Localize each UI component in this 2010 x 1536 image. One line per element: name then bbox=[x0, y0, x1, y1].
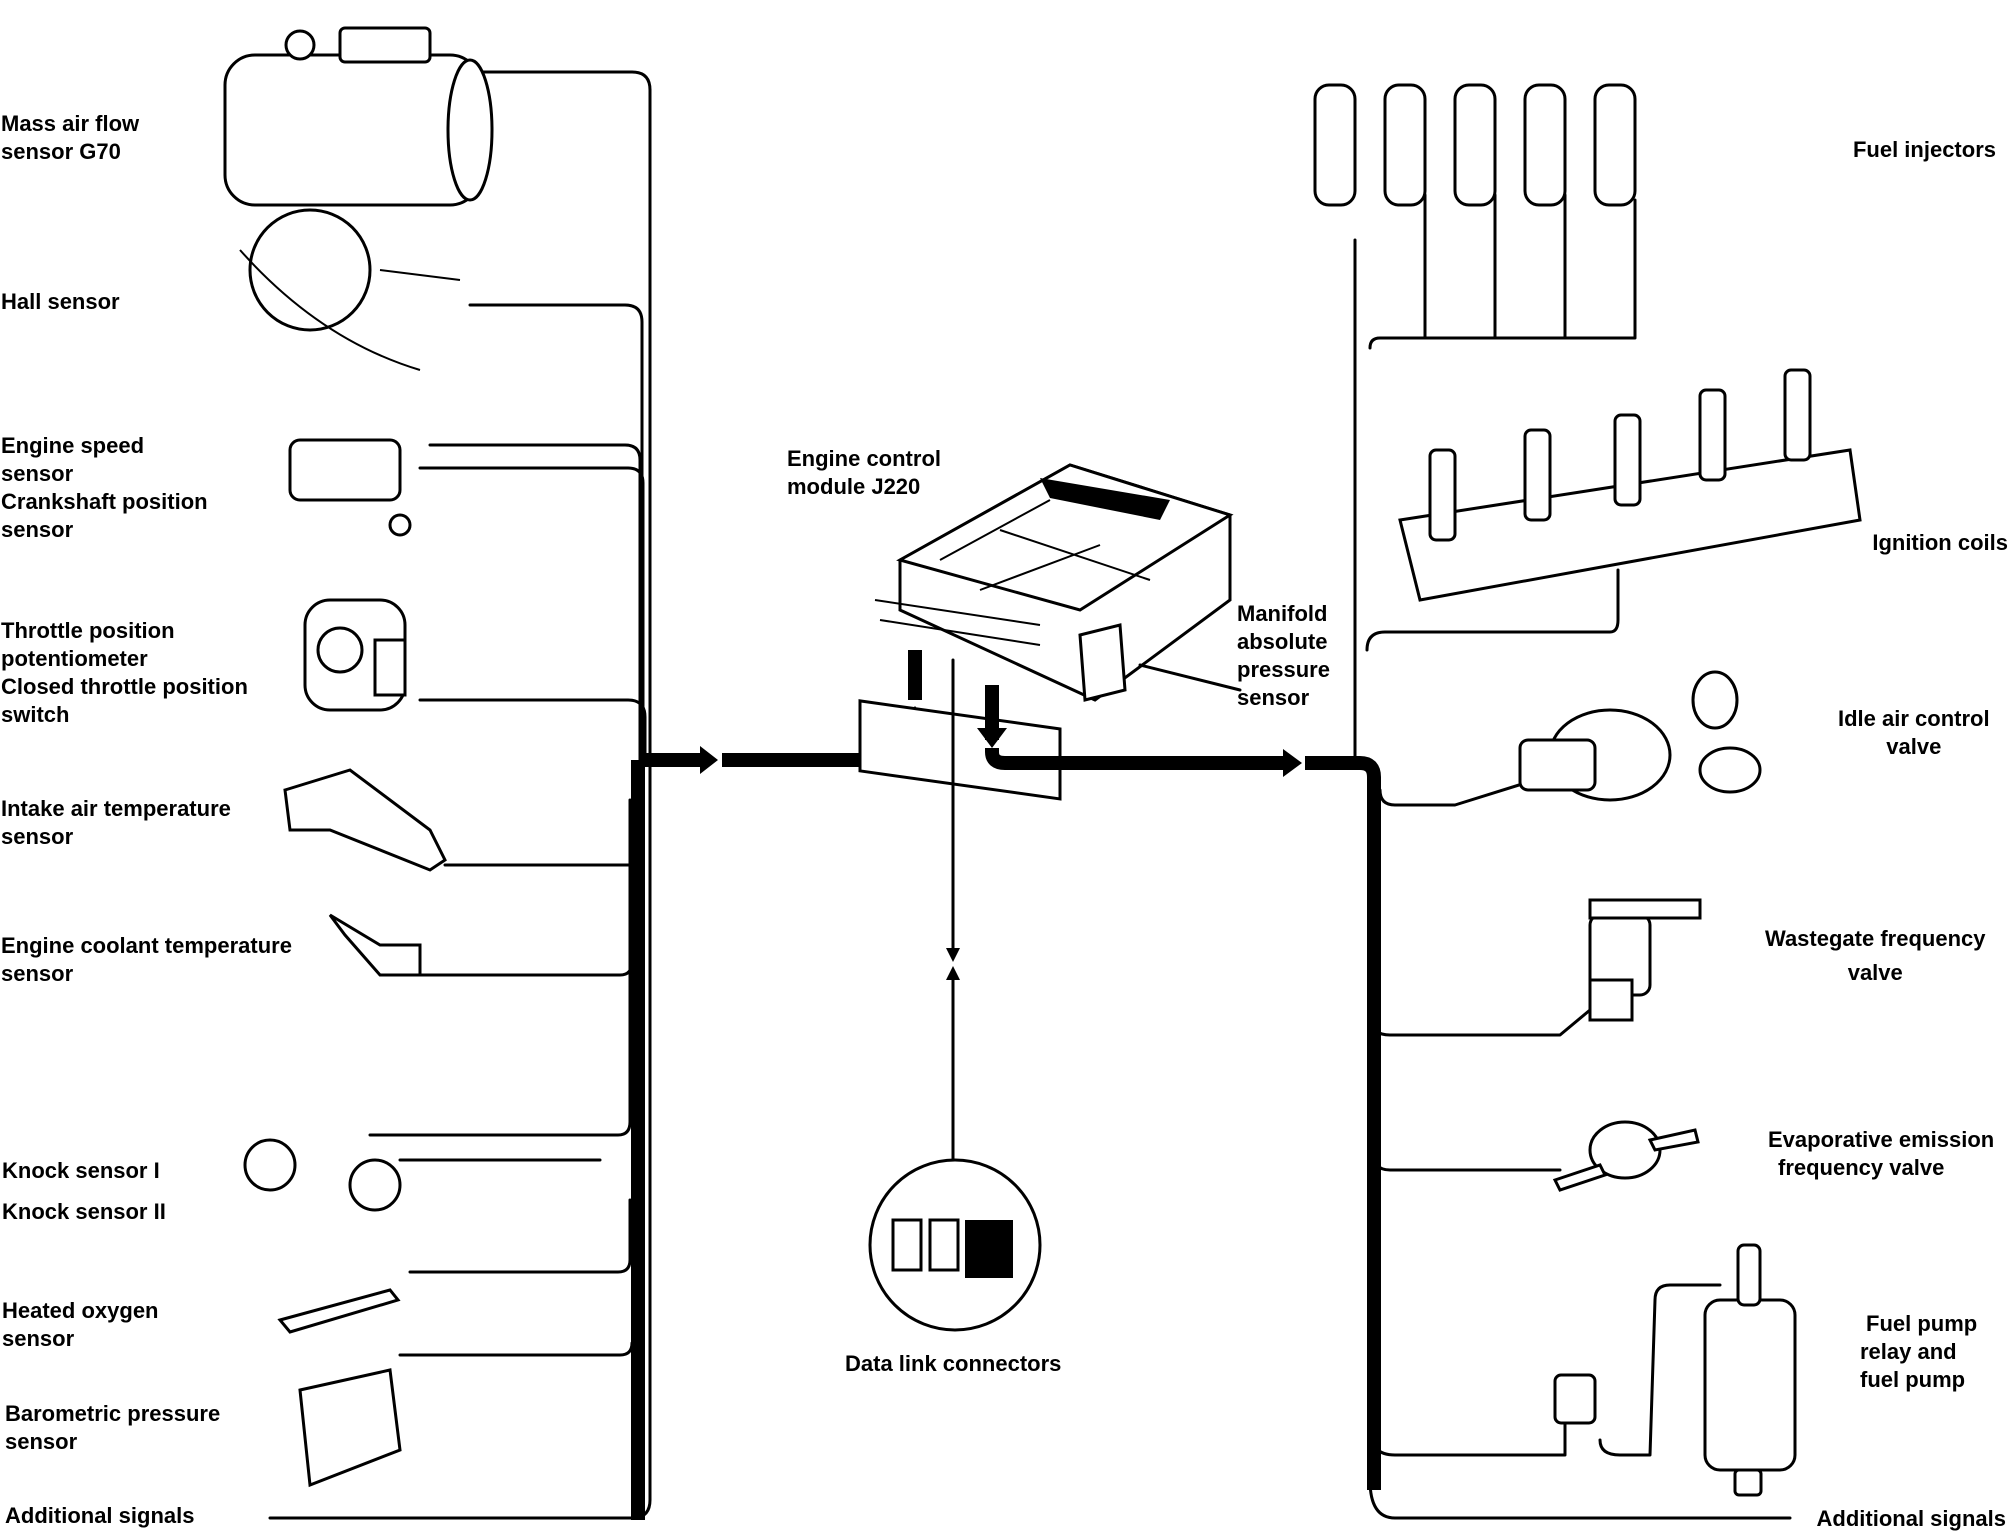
label-data-link-connectors: Data link connectors bbox=[845, 1350, 1061, 1378]
label-line: Knock sensor I bbox=[2, 1158, 160, 1183]
label-evap-emission-valve: Evaporative emission frequency valve bbox=[1768, 1126, 1994, 1182]
label-intake-air-temp-sensor: Intake air temperature sensor bbox=[1, 795, 231, 851]
label-line: sensor bbox=[1, 824, 74, 849]
component-sketches-right bbox=[1313, 83, 1862, 1497]
injector-sketches bbox=[1313, 83, 1637, 207]
wire-hall bbox=[468, 303, 644, 762]
label-line: Engine speed bbox=[1, 433, 145, 458]
label-line: Heated oxygen bbox=[2, 1298, 159, 1323]
label-line: Wastegate frequency bbox=[1765, 926, 1986, 951]
label-line: Intake air temperature bbox=[1, 796, 231, 821]
component-sketches-left bbox=[223, 26, 494, 1488]
label-line: Mass air flow bbox=[1, 111, 140, 136]
wire-maf bbox=[468, 70, 652, 92]
o2-sensor-sketch bbox=[277, 1288, 401, 1334]
ignition-coil-sketches bbox=[1398, 368, 1862, 602]
label-line: fuel pump bbox=[1860, 1367, 1966, 1392]
label-line: Manifold bbox=[1237, 601, 1328, 626]
label-line: sensor bbox=[2, 1326, 75, 1351]
knock-sensor-1-sketch bbox=[243, 1138, 297, 1192]
label-line: Engine coolant temperature bbox=[1, 933, 292, 958]
maf-sensor-sketch bbox=[223, 53, 482, 207]
label-line: sensor bbox=[1, 517, 74, 542]
label-idle-air-control-valve: Idle air control valve bbox=[1838, 705, 1990, 761]
label-line: Barometric pressure bbox=[5, 1401, 221, 1426]
label-line: module J220 bbox=[787, 474, 921, 499]
label-line: Fuel pump bbox=[1866, 1311, 1978, 1336]
label-line: Engine control bbox=[787, 446, 941, 471]
label-line: Closed throttle position bbox=[1, 674, 248, 699]
label-wastegate-valve: Wastegate frequency valve bbox=[1765, 922, 1985, 990]
output-bus bbox=[1353, 193, 1792, 1520]
wire-iat bbox=[443, 798, 642, 867]
label-additional-signals-in: Additional signals bbox=[5, 1502, 194, 1530]
label-fuel-pump: Fuel pump relay and fuel pump bbox=[1860, 1310, 1977, 1394]
label-line: Crankshaft position bbox=[1, 489, 208, 514]
label-fuel-injectors: Fuel injectors bbox=[1853, 136, 1996, 164]
label-line: frequency valve bbox=[1778, 1155, 1945, 1180]
label-barometric-pressure-sensor: Barometric pressure sensor bbox=[5, 1400, 220, 1456]
speed-sensor-sketch bbox=[288, 438, 402, 502]
label-throttle-position: Throttle position potentiometer Closed t… bbox=[1, 617, 248, 729]
label-line: valve bbox=[1886, 734, 1942, 759]
label-ignition-coils: Ignition coils bbox=[1872, 529, 2008, 557]
label-knock-sensor-2: Knock sensor II bbox=[2, 1198, 166, 1226]
label-line: sensor bbox=[1, 961, 74, 986]
label-line: Evaporative emission bbox=[1768, 1127, 1995, 1152]
input-bus bbox=[268, 70, 652, 1520]
wastegate-valve-sketch bbox=[1588, 898, 1702, 1022]
label-line: potentiometer bbox=[1, 646, 148, 671]
ecm-module bbox=[858, 463, 1242, 801]
label-line: Knock sensor II bbox=[2, 1199, 166, 1224]
wire-throttle bbox=[418, 698, 647, 762]
evap-valve-sketch bbox=[1552, 1120, 1700, 1192]
label-line: sensor G70 bbox=[1, 139, 121, 164]
iat-sketch bbox=[283, 768, 447, 872]
wire-speed-a bbox=[428, 443, 642, 762]
label-line: Data link connectors bbox=[845, 1351, 1062, 1376]
label-line: Hall sensor bbox=[1, 289, 120, 314]
ect-sketch bbox=[328, 913, 422, 977]
label-engine-speed-sensor: Engine speed sensor Crankshaft position … bbox=[1, 432, 208, 544]
label-knock-sensor-1: Knock sensor I bbox=[2, 1157, 160, 1185]
fuel-pump-sketches bbox=[1553, 1243, 1797, 1497]
label-line: Additional signals bbox=[1816, 1506, 2006, 1531]
wire-baro bbox=[398, 1341, 634, 1357]
label-line: relay and bbox=[1860, 1339, 1957, 1364]
baro-sensor-sketch bbox=[298, 1368, 402, 1488]
wire-ect bbox=[418, 798, 634, 977]
wire-additional-in bbox=[268, 88, 652, 1520]
ecm-to-output-arrow bbox=[977, 685, 1381, 1490]
label-line: sensor bbox=[5, 1429, 78, 1454]
label-line: Idle air control bbox=[1838, 706, 1990, 731]
label-line: sensor bbox=[1, 461, 74, 486]
label-line: Additional signals bbox=[5, 1503, 195, 1528]
label-hall-sensor: Hall sensor bbox=[1, 288, 120, 316]
label-line: absolute bbox=[1237, 629, 1328, 654]
knock-sensor-2-sketch bbox=[348, 1158, 402, 1212]
iac-valve-sketch bbox=[1518, 670, 1762, 802]
label-mass-air-flow-sensor: Mass air flow sensor G70 bbox=[1, 110, 139, 166]
wire-knock1 bbox=[368, 798, 632, 1137]
label-line: valve bbox=[1847, 960, 1903, 985]
label-ecm: Engine control module J220 bbox=[787, 445, 941, 501]
label-map-sensor: Manifold absolute pressure sensor bbox=[1237, 600, 1330, 712]
label-heated-oxygen-sensor: Heated oxygen sensor bbox=[2, 1297, 159, 1353]
data-link-line bbox=[868, 658, 1042, 1332]
label-additional-signals-out: Additional signals bbox=[1817, 1505, 2006, 1533]
label-line: pressure bbox=[1237, 657, 1330, 682]
wire-speed-b bbox=[418, 466, 645, 762]
wire-o2 bbox=[408, 1198, 632, 1274]
label-line: Fuel injectors bbox=[1852, 137, 1996, 162]
label-line: Ignition coils bbox=[1872, 530, 2008, 555]
label-line: switch bbox=[1, 702, 70, 727]
label-coolant-temp-sensor: Engine coolant temperature sensor bbox=[1, 932, 292, 988]
label-line: Throttle position bbox=[1, 618, 175, 643]
label-line: sensor bbox=[1237, 685, 1310, 710]
hall-sensor-sketch bbox=[248, 208, 372, 332]
